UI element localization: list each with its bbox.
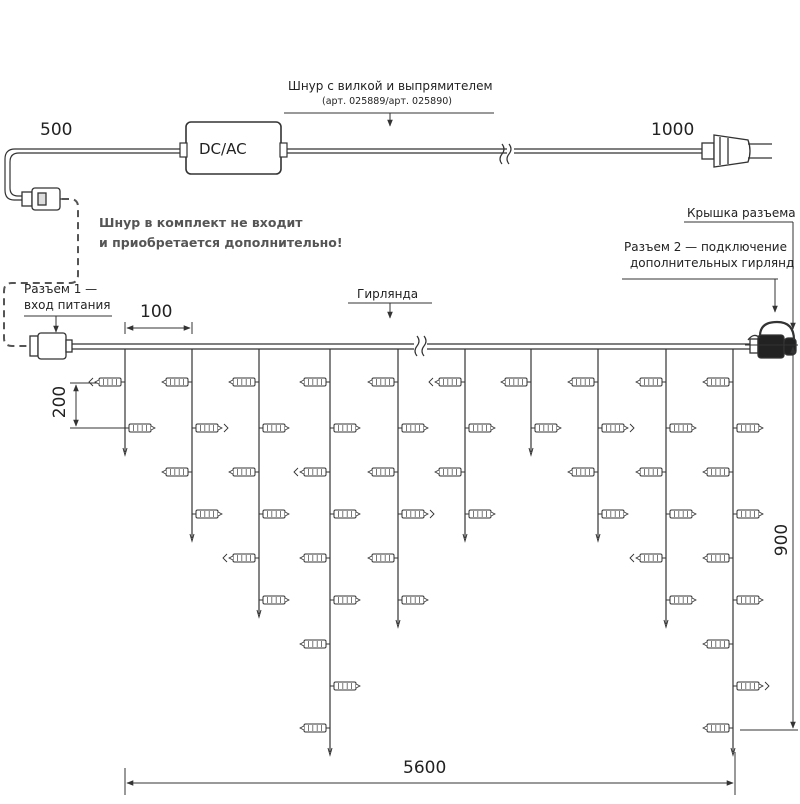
cord-connector-icon	[21, 187, 66, 211]
led-bulb-icon	[500, 377, 531, 387]
dimension-lines	[70, 322, 798, 795]
led-bulb-icon	[702, 639, 733, 649]
led-bulb-icon	[367, 553, 398, 563]
led-bulb-icon	[666, 509, 697, 519]
led-bulb-icon	[259, 509, 290, 519]
led-bulb-icon	[259, 595, 290, 605]
led-bulb-icon	[293, 467, 330, 477]
led-bulb-icon	[299, 553, 330, 563]
note-line-1: Шнур в комплект не входит	[99, 215, 303, 230]
led-bulb-icon	[367, 377, 398, 387]
cord-length-left: 500	[40, 120, 73, 140]
led-bulb-icon	[192, 509, 223, 519]
garland-drop	[222, 349, 290, 619]
led-bulb-icon	[531, 423, 562, 433]
led-bulb-icon	[299, 723, 330, 733]
led-bulb-icon	[398, 509, 435, 519]
connector-2-line-1: Разъем 2 — подключение	[624, 240, 787, 254]
garland-drops	[88, 349, 770, 757]
garland-drop	[500, 349, 562, 457]
led-bulb-icon	[598, 423, 635, 433]
led-bulb-icon	[733, 423, 764, 433]
led-bulb-icon	[702, 377, 733, 387]
led-bulb-icon	[465, 509, 496, 519]
converter-label: DC/AC	[199, 140, 247, 158]
led-bulb-icon	[635, 467, 666, 477]
led-bulb-icon	[330, 595, 361, 605]
cord-article: (арт. 025889/арт. 025890)	[322, 96, 452, 107]
garland-main-wire	[72, 335, 750, 357]
led-bulb-icon	[629, 553, 666, 563]
connector-cap-label: Крышка разъема	[687, 206, 796, 220]
led-bulb-icon	[733, 509, 764, 519]
converter-box	[179, 121, 288, 175]
led-bulb-icon	[330, 509, 361, 519]
connector-2-line-2: дополнительных гирлянд	[630, 256, 795, 270]
garland-drop	[567, 349, 635, 543]
led-bulb-icon	[567, 467, 598, 477]
cord-length-right: 1000	[651, 120, 695, 140]
dashed-connection	[3, 198, 79, 347]
plug-icon	[701, 134, 772, 168]
garland-drop	[629, 349, 697, 629]
led-bulb-icon	[367, 467, 398, 477]
power-cord	[4, 143, 702, 201]
total-length-dimension: 5600	[403, 758, 447, 778]
led-bulb-icon	[88, 377, 125, 387]
first-drop-dimension: 200	[50, 385, 70, 419]
led-bulb-icon	[733, 681, 770, 691]
led-bulb-icon	[567, 377, 598, 387]
led-bulb-icon	[161, 467, 192, 477]
led-bulb-icon	[125, 423, 156, 433]
led-bulb-icon	[299, 639, 330, 649]
garland-drop	[428, 349, 496, 543]
led-bulb-icon	[299, 377, 330, 387]
garland-drop	[88, 349, 156, 457]
led-bulb-icon	[330, 681, 361, 691]
connector-1-icon	[29, 332, 73, 360]
note-line-2: и приобретается дополнительно!	[99, 235, 343, 250]
connector-1-line-2: вход питания	[24, 298, 111, 312]
garland-drop	[702, 349, 770, 757]
led-bulb-icon	[702, 553, 733, 563]
led-bulb-icon	[635, 377, 666, 387]
garland-drop	[367, 349, 435, 629]
led-bulb-icon	[228, 377, 259, 387]
cord-title: Шнур с вилкой и выпрямителем	[288, 79, 493, 93]
led-bulb-icon	[666, 595, 697, 605]
led-bulb-icon	[666, 423, 697, 433]
garland-drop	[161, 349, 229, 543]
led-bulb-icon	[598, 509, 629, 519]
connector-2-icon	[747, 320, 797, 359]
led-bulb-icon	[398, 423, 429, 433]
led-bulb-icon	[465, 423, 496, 433]
led-bulb-icon	[702, 723, 733, 733]
led-bulb-icon	[398, 595, 429, 605]
led-bulb-icon	[228, 467, 259, 477]
led-bulb-icon	[259, 423, 290, 433]
connector-1-line-1: Разъем 1 —	[24, 282, 98, 296]
led-bulb-icon	[702, 467, 733, 477]
led-bulb-icon	[733, 595, 764, 605]
led-bulb-icon	[330, 423, 361, 433]
callout-arrows	[24, 112, 796, 333]
garland-label: Гирлянда	[357, 287, 419, 301]
led-bulb-icon	[428, 377, 465, 387]
pitch-dimension: 100	[140, 302, 173, 322]
led-bulb-icon	[192, 423, 229, 433]
garland-drop	[293, 349, 361, 757]
led-bulb-icon	[434, 467, 465, 477]
led-bulb-icon	[161, 377, 192, 387]
led-bulb-icon	[222, 553, 259, 563]
max-drop-dimension: 900	[772, 523, 792, 557]
